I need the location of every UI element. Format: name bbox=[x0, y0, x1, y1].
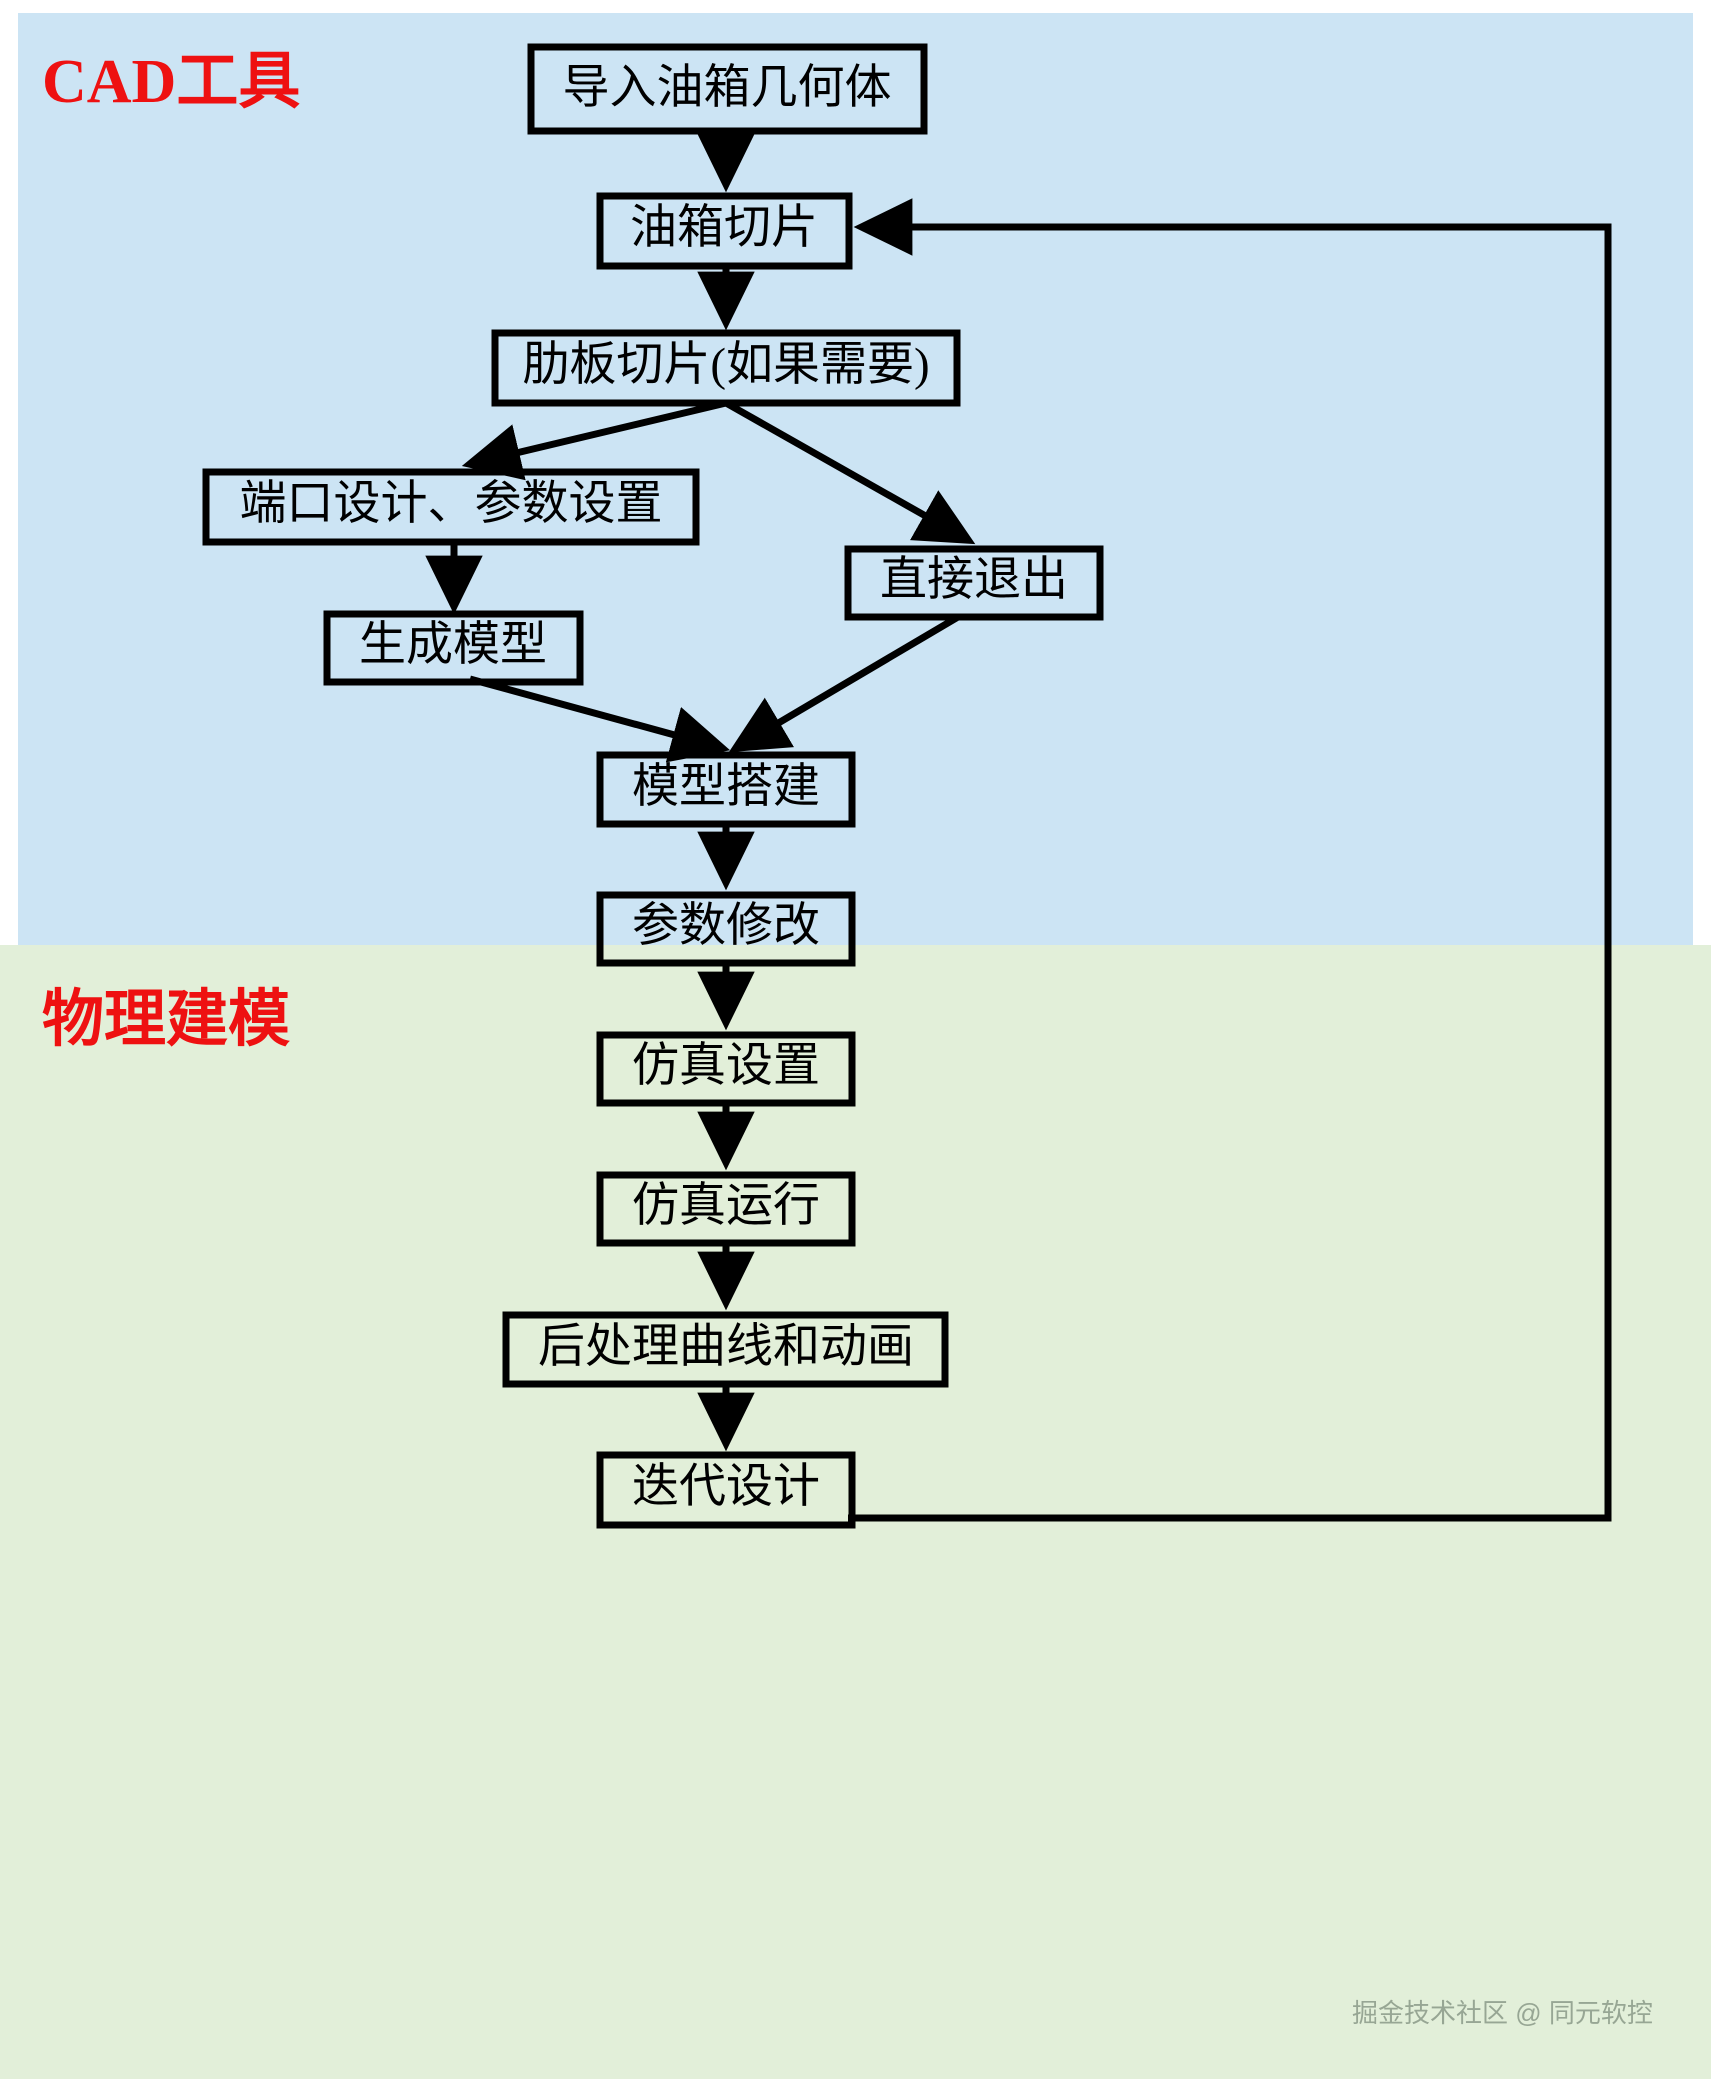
edge-iterate-to-tank-slice-feedback bbox=[848, 198, 1612, 1522]
edge-rib-slice-to-port-design bbox=[461, 399, 727, 481]
node-sim-run[interactable]: 仿真运行 bbox=[596, 1171, 856, 1247]
node-label: 油箱切片 bbox=[630, 202, 818, 254]
node-postprocess-curve-animation[interactable]: 后处理曲线和动画 bbox=[502, 1311, 949, 1388]
node-label: 直接退出 bbox=[880, 554, 1068, 606]
node-model-build[interactable]: 模型搭建 bbox=[596, 751, 856, 828]
node-label: 仿真运行 bbox=[632, 1180, 820, 1232]
node-label: 后处理曲线和动画 bbox=[538, 1321, 914, 1373]
node-label: 参数修改 bbox=[632, 900, 820, 952]
node-tank-slice[interactable]: 油箱切片 bbox=[596, 192, 853, 270]
node-import-tank-geometry[interactable]: 导入油箱几何体 bbox=[527, 43, 928, 135]
edge-direct-exit-to-model-build bbox=[728, 613, 960, 753]
node-param-modify[interactable]: 参数修改 bbox=[596, 891, 856, 967]
node-label: 肋板切片(如果需要) bbox=[522, 339, 929, 391]
node-label: 仿真设置 bbox=[632, 1040, 820, 1092]
edge-generate-model-to-model-build bbox=[469, 675, 731, 763]
node-label: 端口设计、参数设置 bbox=[240, 478, 663, 530]
watermark-text: 掘金技术社区 @ 同元软控 bbox=[1352, 1998, 1653, 2028]
node-direct-exit[interactable]: 直接退出 bbox=[844, 545, 1104, 621]
node-label: 导入油箱几何体 bbox=[563, 62, 892, 114]
edge-rib-slice-to-direct-exit bbox=[724, 399, 976, 545]
node-sim-setup[interactable]: 仿真设置 bbox=[596, 1031, 856, 1107]
node-label: 生成模型 bbox=[359, 619, 547, 671]
node-iterative-design[interactable]: 迭代设计 bbox=[596, 1451, 856, 1529]
node-label: 模型搭建 bbox=[632, 761, 820, 813]
node-label: 迭代设计 bbox=[632, 1461, 820, 1513]
band-title-physical: 物理建模 bbox=[42, 985, 290, 1054]
band-title-cad: CAD工具 bbox=[42, 48, 300, 116]
node-generate-model[interactable]: 生成模型 bbox=[323, 610, 584, 686]
node-port-design-param-setup[interactable]: 端口设计、参数设置 bbox=[202, 468, 700, 546]
node-rib-slice[interactable]: 肋板切片(如果需要) bbox=[491, 329, 961, 407]
